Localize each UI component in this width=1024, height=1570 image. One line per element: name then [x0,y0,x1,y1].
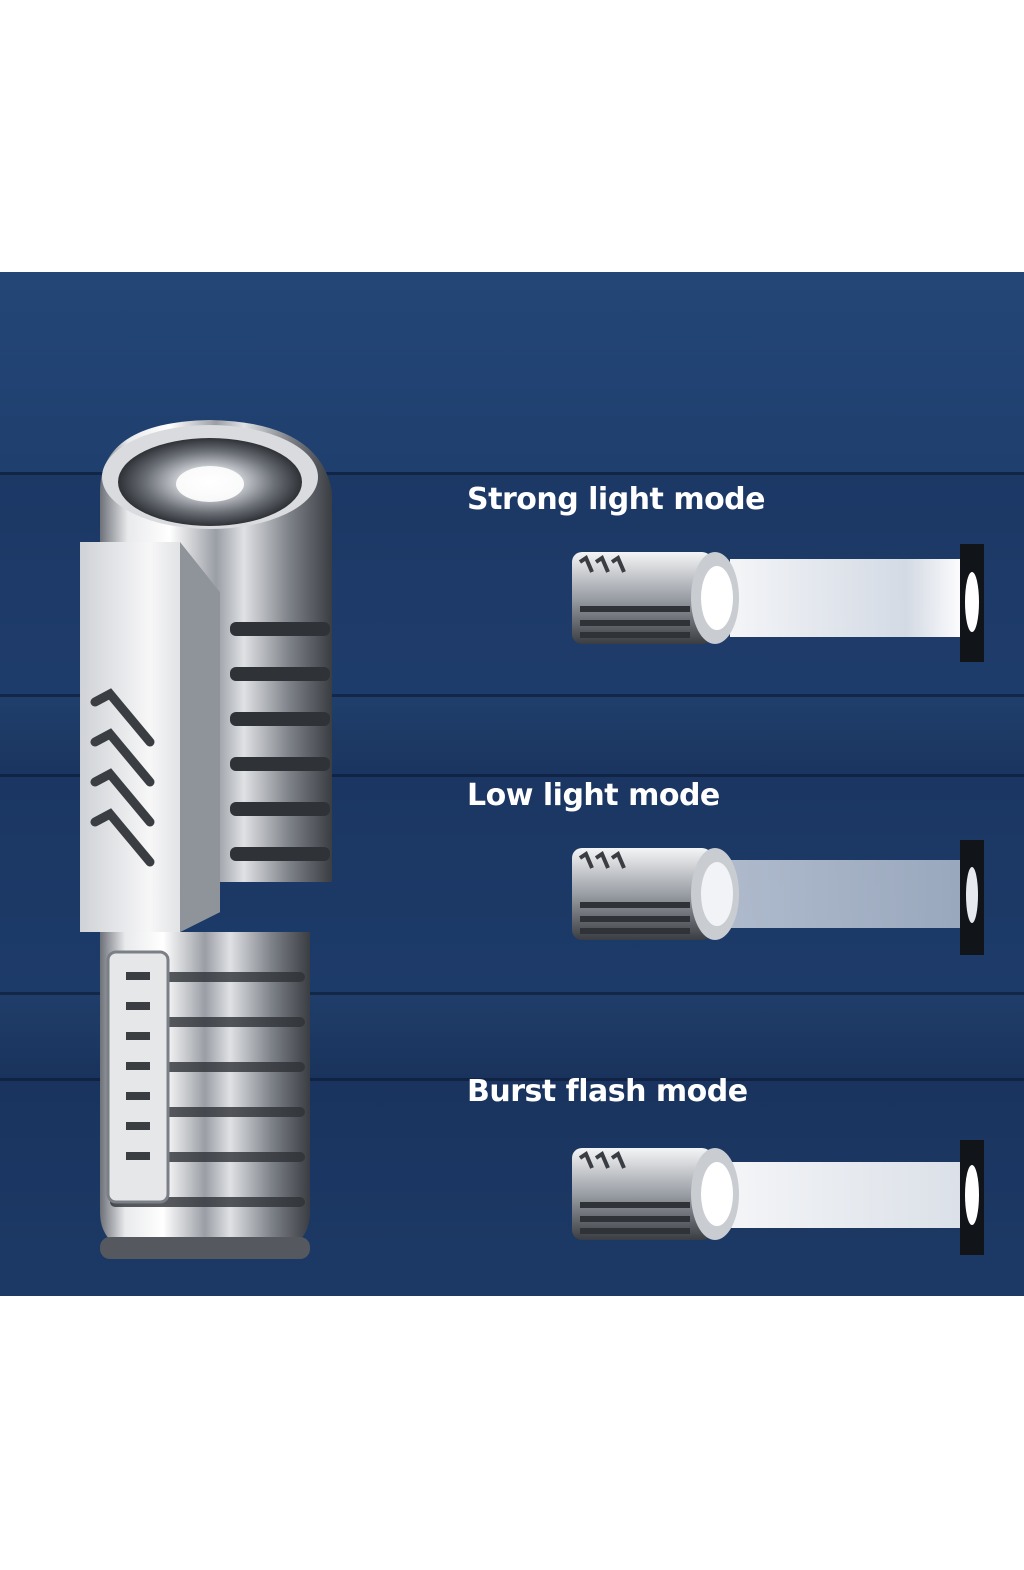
mode-label-burst: Burst flash mode [467,1074,748,1109]
background-seam [0,694,1024,697]
background-seam [0,774,1024,777]
background-seam [0,472,1024,475]
flashlight-beam-strong [572,544,984,662]
mode-label-low: Low light mode [467,778,720,813]
background-seam [0,1078,1024,1081]
mode-strong-light-image [570,544,990,674]
product-panel: Strong light mode [0,272,1024,1296]
flashlight-main-image [80,420,332,1259]
flashlight-beam-burst [572,1135,984,1255]
mode-burst-flash-image [570,1135,990,1270]
flashlight-beam-low [572,835,984,955]
background-seam [0,992,1024,995]
mode-low-light-image [570,835,990,970]
mode-label-strong: Strong light mode [467,482,766,517]
